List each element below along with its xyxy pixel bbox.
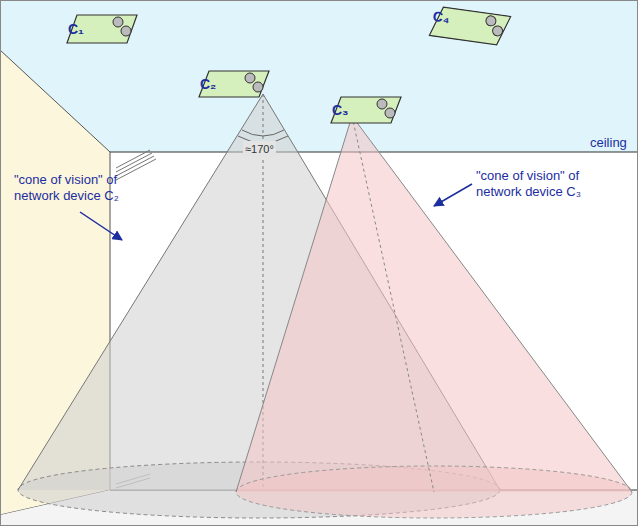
ceiling-area <box>0 0 638 152</box>
network-device: C₂ <box>198 70 270 98</box>
cone-c3 <box>236 116 632 518</box>
device-label: C₃ <box>332 102 349 118</box>
device-label: C₁ <box>68 21 84 37</box>
device-label: C₂ <box>200 76 216 92</box>
angle-label: ≈170° <box>243 141 276 157</box>
cone-label: "cone of vision" of network device C₃ <box>476 168 626 200</box>
pointer-arrow <box>80 212 122 240</box>
device-label: C₄ <box>432 7 451 25</box>
network-device: C₁ <box>66 14 138 44</box>
cone-label: "cone of vision" of network device C₂ <box>14 172 146 204</box>
pointer-arrow <box>434 184 472 206</box>
ceiling-label: ceiling <box>588 135 629 151</box>
network-device: C₃ <box>330 96 402 124</box>
